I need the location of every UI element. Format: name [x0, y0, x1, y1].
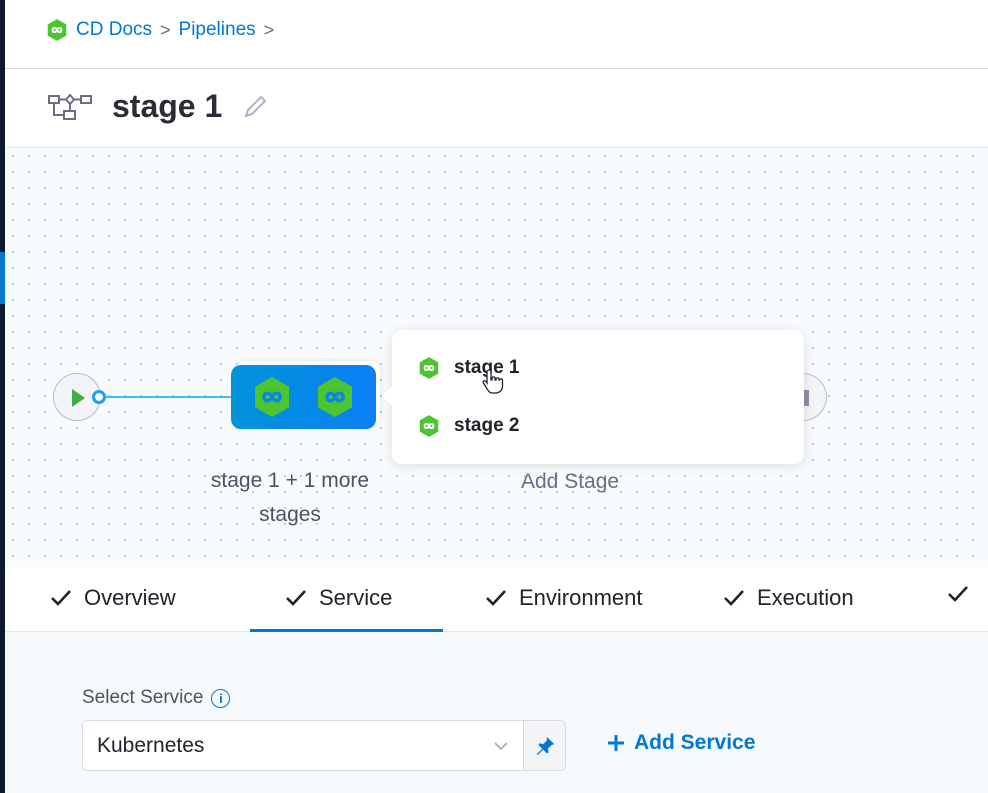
plus-icon [608, 735, 624, 751]
check-icon [948, 586, 968, 602]
cd-stage-icon [418, 356, 440, 380]
add-stage-button[interactable]: Add Stage [521, 470, 620, 493]
sidebar-active-indicator [0, 252, 5, 304]
cd-module-icon [46, 18, 68, 42]
tab-service[interactable]: Service [285, 585, 392, 611]
breadcrumb: CD Docs > Pipelines > [46, 18, 274, 42]
popover-item-stage-1[interactable]: stage 1 [418, 356, 519, 380]
add-service-button[interactable]: Add Service [606, 731, 755, 755]
pin-icon [536, 736, 554, 755]
connector-line [106, 396, 232, 398]
tab-label: Execution [757, 585, 854, 610]
app-sidebar-edge [0, 0, 5, 793]
field-label: Select Service [82, 687, 204, 708]
cd-stage-icon [252, 375, 292, 419]
check-icon [724, 590, 744, 606]
popover-item-label: stage 2 [454, 415, 520, 436]
cd-stage-icon [315, 375, 355, 419]
stage-tabs: Overview Service Environment Execution [5, 567, 988, 632]
stage-group-node[interactable] [231, 365, 376, 429]
popover-item-stage-2[interactable]: stage 2 [418, 414, 519, 438]
active-tab-indicator [250, 629, 443, 632]
breadcrumb-cd-docs[interactable]: CD Docs [76, 19, 153, 40]
tab-execution[interactable]: Execution [723, 585, 854, 611]
pin-button[interactable] [523, 720, 566, 771]
check-icon [486, 590, 506, 606]
check-icon [286, 590, 306, 606]
select-service-label: Select Service i [82, 687, 231, 709]
info-icon[interactable]: i [211, 688, 231, 708]
popover-item-label: stage 1 [454, 357, 520, 378]
chevron-down-icon [494, 741, 508, 750]
check-icon [51, 590, 71, 606]
hand-cursor-icon [482, 369, 504, 394]
button-label: Add Service [634, 731, 756, 754]
service-select[interactable]: Kubernetes [82, 720, 524, 771]
page-header: stage 1 [48, 88, 268, 125]
tab-overview[interactable]: Overview [50, 585, 176, 611]
pipeline-stage-icon [48, 92, 92, 120]
cd-stage-icon [418, 414, 440, 438]
chevron-right-icon: > [160, 19, 171, 40]
start-port[interactable] [92, 390, 106, 404]
breadcrumb-pipelines[interactable]: Pipelines [178, 19, 256, 40]
stage-group-label: stage 1 + 1 more stages [210, 469, 370, 526]
selected-value: Kubernetes [97, 733, 205, 757]
chevron-right-icon: > [263, 19, 275, 40]
pipeline-start-node[interactable] [53, 373, 101, 421]
tab-more[interactable] [947, 585, 969, 603]
tab-label: Overview [84, 585, 176, 610]
edit-pencil-icon[interactable] [242, 94, 268, 120]
divider [5, 68, 988, 69]
tab-environment[interactable]: Environment [485, 585, 643, 611]
tab-label: Environment [519, 585, 643, 610]
tab-label: Service [319, 585, 393, 610]
page-title: stage 1 [112, 88, 223, 124]
stage-group-popover: stage 1 stage 2 [382, 330, 804, 464]
